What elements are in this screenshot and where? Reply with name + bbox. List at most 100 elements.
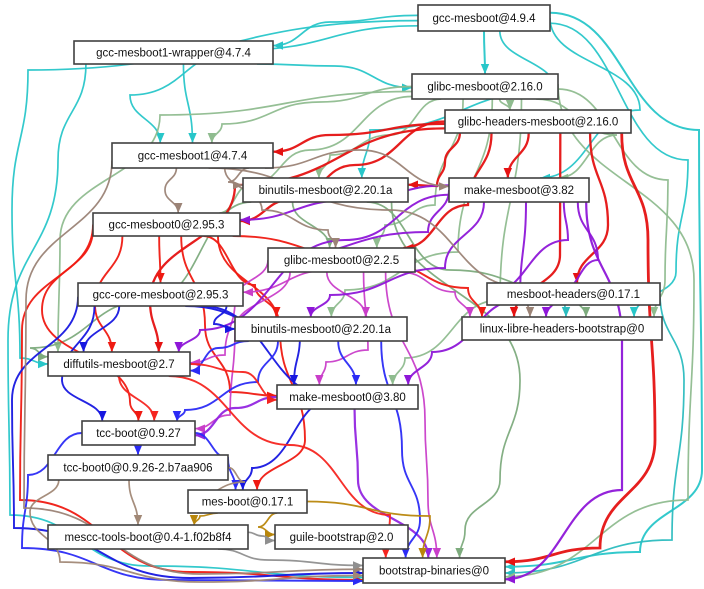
node-bm0: binutils-mesboot0@2.20.1a: [234, 316, 408, 342]
arrowhead: [505, 100, 515, 110]
edge-gm0-gcm: [156, 235, 165, 284]
edge-tb0-mtb: [128, 479, 143, 526]
arrowhead: [79, 342, 88, 352]
arrowhead: [401, 548, 410, 558]
arrowhead: [289, 375, 299, 385]
arrowhead: [252, 480, 262, 490]
arrowhead: [134, 411, 143, 421]
edge-glm-glm0: [372, 98, 464, 249]
node-label-bm: binutils-mesboot@2.20.1a: [259, 185, 393, 197]
node-label-glm: glibc-mesboot@2.16.0: [427, 82, 542, 94]
arrowhead: [357, 168, 366, 178]
arrowhead: [353, 576, 363, 586]
edge-bm0-mm0: [337, 340, 361, 386]
node-label-gm1: gcc-mesboot1@4.7.4: [138, 151, 248, 163]
arrowhead: [273, 147, 283, 156]
arrowhead: [541, 307, 551, 317]
arrowhead: [156, 273, 165, 283]
node-label-glm0: glibc-mesboot0@2.2.5: [284, 255, 399, 267]
edge-mh-llh: [561, 304, 571, 318]
node-mb: mes-boot@0.17.1: [187, 489, 308, 514]
edge-gw-glm: [257, 63, 413, 92]
arrowhead: [525, 307, 535, 317]
arrowhead: [306, 307, 315, 317]
arrowhead: [190, 366, 200, 375]
arrowhead: [351, 375, 361, 385]
arrowhead: [154, 342, 163, 352]
arrowhead: [509, 307, 519, 317]
edge-bm0-tb: [172, 340, 279, 422]
node-mtb: mescc-tools-boot@0.4-1.f02b8f4: [47, 524, 249, 550]
node-label-bb: bootstrap-binaries@0: [379, 566, 489, 578]
arrowhead: [424, 548, 433, 558]
arrowhead: [408, 180, 418, 189]
edge-ghm-gm1: [272, 122, 446, 156]
edge-glm0-mm0: [315, 271, 369, 386]
edge-mtb-bb: [217, 548, 364, 570]
edge-gm1-gm0: [164, 167, 183, 214]
edge-ghm-bm: [407, 132, 462, 189]
edge-mm0-tb: [194, 395, 278, 440]
node-tb0: tcc-boot0@0.9.26-2.b7aa906: [47, 454, 229, 481]
arrowhead: [195, 431, 205, 440]
node-label-gm: gcc-mesboot@4.9.4: [432, 13, 536, 25]
arrowhead: [98, 411, 107, 421]
node-bm: binutils-mesboot@2.20.1a: [242, 177, 409, 203]
arrowhead: [505, 557, 515, 566]
arrowhead: [561, 307, 571, 317]
node-label-bm0: binutils-mesboot0@2.20.1a: [251, 324, 392, 336]
node-label-gb: guile-bootstrap@2.0: [290, 532, 394, 544]
edge-ghm-bb: [504, 132, 657, 566]
node-glm: glibc-mesboot@2.16.0: [411, 73, 559, 100]
node-gw: gcc-mesboot1-wrapper@4.7.4: [73, 40, 274, 65]
node-label-dm: diffutils-mesboot@2.7: [63, 359, 174, 371]
node-label-gw: gcc-mesboot1-wrapper@4.7.4: [96, 48, 251, 60]
edge-gm1-mm: [264, 149, 450, 191]
arrowhead: [174, 342, 183, 352]
arrowhead: [225, 324, 235, 334]
arrowhead: [188, 133, 197, 143]
node-glm0: glibc-mesboot0@2.2.5: [267, 247, 416, 273]
arrowhead: [439, 182, 449, 191]
arrowhead: [315, 375, 324, 385]
edge-glm-gm1: [207, 85, 413, 144]
arrowhead: [432, 548, 442, 558]
arrowhead: [388, 375, 397, 385]
edge-bm0-dm: [189, 340, 249, 375]
nodes-layer: gcc-mesboot@4.9.4 gcc-mesboot1-wrapper@4.…: [47, 4, 663, 584]
arrowhead: [133, 445, 143, 455]
edge-mb-bb: [306, 500, 431, 559]
edge-gm-glm: [480, 30, 490, 75]
edge-dm-tb: [118, 375, 159, 422]
edge-gcm-tb: [61, 305, 107, 422]
arrowhead: [331, 238, 340, 248]
arrowhead: [133, 515, 143, 525]
node-label-mb: mes-boot@0.17.1: [202, 497, 294, 509]
node-gb: guile-bootstrap@2.0: [274, 524, 409, 550]
arrowhead: [172, 411, 182, 421]
node-label-mtb: mescc-tools-boot@0.4-1.f02b8f4: [64, 532, 232, 544]
edge-gm0-mb: [217, 235, 306, 491]
arrowhead: [353, 571, 363, 580]
arrowhead: [327, 307, 336, 317]
arrowhead: [150, 411, 159, 421]
node-label-llh: linux-libre-headers-bootstrap@0: [480, 324, 644, 336]
arrowhead: [581, 307, 591, 317]
arrowhead: [314, 168, 324, 178]
node-gm1: gcc-mesboot1@4.7.4: [111, 142, 274, 169]
arrowhead: [629, 307, 639, 317]
arrowhead: [156, 133, 165, 143]
edge-mm-bb: [504, 201, 624, 584]
edge-mtb-gb: [247, 531, 276, 545]
node-ghm: glibc-headers-mesboot@2.16.0: [444, 109, 632, 134]
node-label-mm: make-mesboot@3.82: [464, 185, 574, 197]
node-label-gm0: gcc-mesboot0@2.95.3: [109, 220, 225, 232]
arrowhead: [480, 64, 490, 74]
node-label-ghm: glibc-headers-mesboot@2.16.0: [458, 117, 619, 129]
node-gcm: gcc-core-mesboot@2.95.3: [77, 282, 244, 307]
edge-mb-mtb: [189, 512, 218, 526]
node-llh: linux-libre-headers-bootstrap@0: [461, 316, 663, 341]
node-label-tb: tcc-boot@0.9.27: [96, 428, 181, 440]
